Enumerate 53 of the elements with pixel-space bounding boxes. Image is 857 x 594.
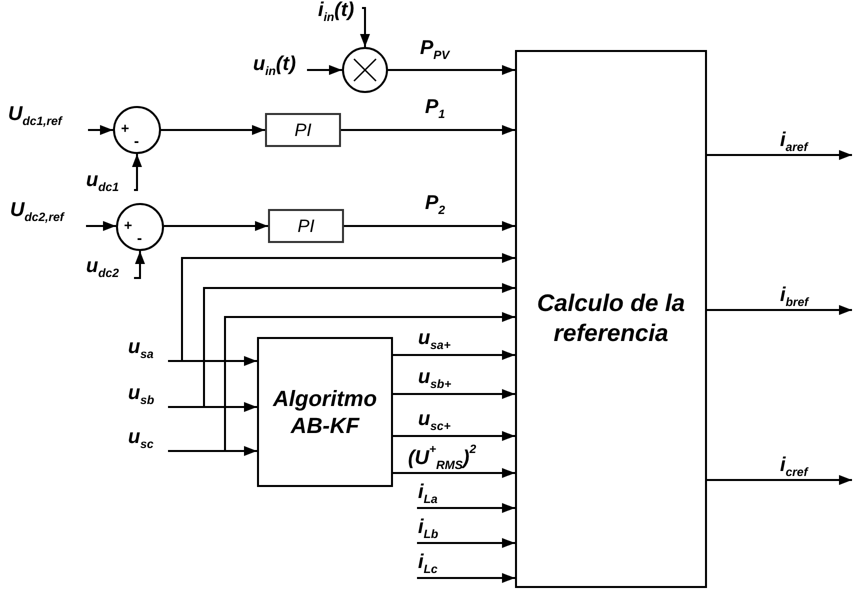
arrow <box>344 221 515 231</box>
signal-label: u$_{sc}$ <box>128 427 168 453</box>
edge-label: i$_{cref}$ <box>780 455 808 475</box>
arrow <box>86 221 116 231</box>
arrow <box>417 503 515 513</box>
sign: + <box>121 121 130 135</box>
signal-label: U$_{dc1,ref}$ <box>8 104 88 132</box>
pi-controller-box: PI <box>265 113 341 147</box>
arrow <box>164 221 268 231</box>
signal-label: u$_{dc1}$ <box>86 170 134 194</box>
signal-label: i$_{in}$(t) <box>318 0 362 26</box>
arrow <box>393 350 515 360</box>
edge-label: P$_{1}$ <box>425 97 446 117</box>
arrow <box>132 154 142 191</box>
arrow <box>168 402 257 412</box>
arrow <box>161 125 265 135</box>
edge-label: u$_{sa+}$ <box>418 328 451 348</box>
edge-label: i$_{La}$ <box>418 482 438 502</box>
arrow <box>388 65 515 75</box>
arrow <box>707 305 852 315</box>
edge-label: i$_{Lc}$ <box>418 552 438 572</box>
pi-controller-box: PI <box>268 209 344 243</box>
sign: - <box>137 231 142 246</box>
arrow <box>88 125 113 135</box>
sign: + <box>124 218 132 232</box>
arrow <box>707 150 852 160</box>
arrow <box>393 389 515 399</box>
signal-label: U$_{dc2,ref}$ <box>10 200 86 228</box>
edge-label: i$_{aref}$ <box>780 130 808 150</box>
sign: - <box>134 134 139 149</box>
arrow <box>417 573 515 583</box>
process-block: Algoritmo AB-KF <box>257 337 393 487</box>
arrow <box>360 7 370 47</box>
signal-label: u$_{dc2}$ <box>86 256 134 282</box>
edge-label: i$_{bref}$ <box>780 285 808 305</box>
signal-label: u$_{sa}$ <box>128 337 168 363</box>
arrow <box>393 468 515 478</box>
signal-label: u$_{sb}$ <box>128 383 168 409</box>
process-block: Calculo de la referencia <box>515 50 707 588</box>
summing-junction <box>113 106 161 154</box>
arrow <box>707 475 852 485</box>
signal-label: u$_{in}$(t) <box>253 54 307 78</box>
edge-label: i$_{Lb}$ <box>418 517 438 537</box>
edge-label: u$_{sb+}$ <box>418 367 452 387</box>
arrow <box>393 431 515 441</box>
arrow <box>341 125 515 135</box>
edge-label: P$_{PV}$ <box>420 38 450 58</box>
arrow <box>417 538 515 548</box>
arrow <box>134 251 145 279</box>
edge-label: P$_{2}$ <box>425 193 446 213</box>
summing-junction <box>116 203 164 251</box>
arrow <box>307 65 342 75</box>
edge-label: u$_{sc+}$ <box>418 409 451 429</box>
